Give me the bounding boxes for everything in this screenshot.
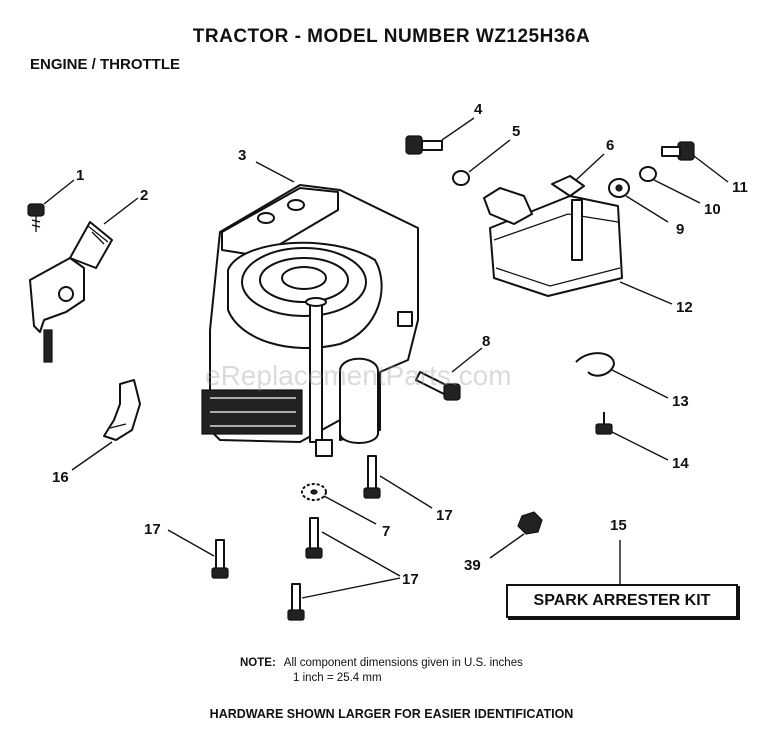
callout-16: 16 <box>52 469 69 486</box>
note-text-1: All component dimensions given in U.S. i… <box>283 657 523 669</box>
callout-17-c: 17 <box>402 571 419 588</box>
spark-arrester-kit-label: SPARK ARRESTER KIT <box>506 584 738 618</box>
part-10-lockwasher <box>639 166 657 182</box>
part-5-washer <box>452 170 470 186</box>
part-2-throttle-control <box>29 221 113 363</box>
callout-4: 4 <box>474 101 483 118</box>
note-line-2: 1 inch = 25.4 mm <box>293 672 382 684</box>
part-11-bolt <box>661 141 695 161</box>
part-17-bolt-d <box>287 583 305 621</box>
part-16-cable-clamp <box>103 379 141 441</box>
callout-1: 1 <box>76 167 84 184</box>
part-6-gasket <box>551 175 585 197</box>
part-7-star-washer <box>301 483 327 501</box>
callout-7: 7 <box>382 523 390 540</box>
callout-2: 2 <box>140 187 148 204</box>
part-3-engine <box>201 184 419 457</box>
section-subtitle: ENGINE / THROTTLE <box>30 56 180 73</box>
callout-17-b: 17 <box>144 521 161 538</box>
callout-15: 15 <box>610 517 627 534</box>
callout-5: 5 <box>512 123 520 140</box>
callout-13: 13 <box>672 393 689 410</box>
callout-17-a: 17 <box>436 507 453 524</box>
callout-9: 9 <box>676 221 684 238</box>
callout-14: 14 <box>672 455 689 472</box>
part-17-bolt-b <box>211 539 229 579</box>
callout-10: 10 <box>704 201 721 218</box>
part-8-bolt <box>415 371 461 401</box>
note-label: NOTE: <box>240 657 276 669</box>
part-1-bolt <box>27 203 45 232</box>
watermark: eReplacementParts.com <box>205 360 512 391</box>
callout-3: 3 <box>238 147 246 164</box>
part-12-muffler <box>483 187 623 297</box>
part-14-screw <box>595 412 613 435</box>
callout-39: 39 <box>464 557 481 574</box>
part-39-nut <box>517 511 543 535</box>
diagram-title: TRACTOR - MODEL NUMBER WZ125H36A <box>192 26 591 47</box>
callout-6: 6 <box>606 137 614 154</box>
part-17-bolt-a <box>363 455 381 499</box>
callout-11: 11 <box>732 179 748 196</box>
part-4-bolt <box>405 135 443 155</box>
footer-note: HARDWARE SHOWN LARGER FOR EASIER IDENTIF… <box>209 707 574 721</box>
note-line-1: NOTE: All component dimensions given in U… <box>240 657 523 669</box>
part-17-bolt-c <box>305 517 323 559</box>
part-13-clip <box>575 352 615 377</box>
callout-8: 8 <box>482 333 490 350</box>
callout-12: 12 <box>676 299 693 316</box>
